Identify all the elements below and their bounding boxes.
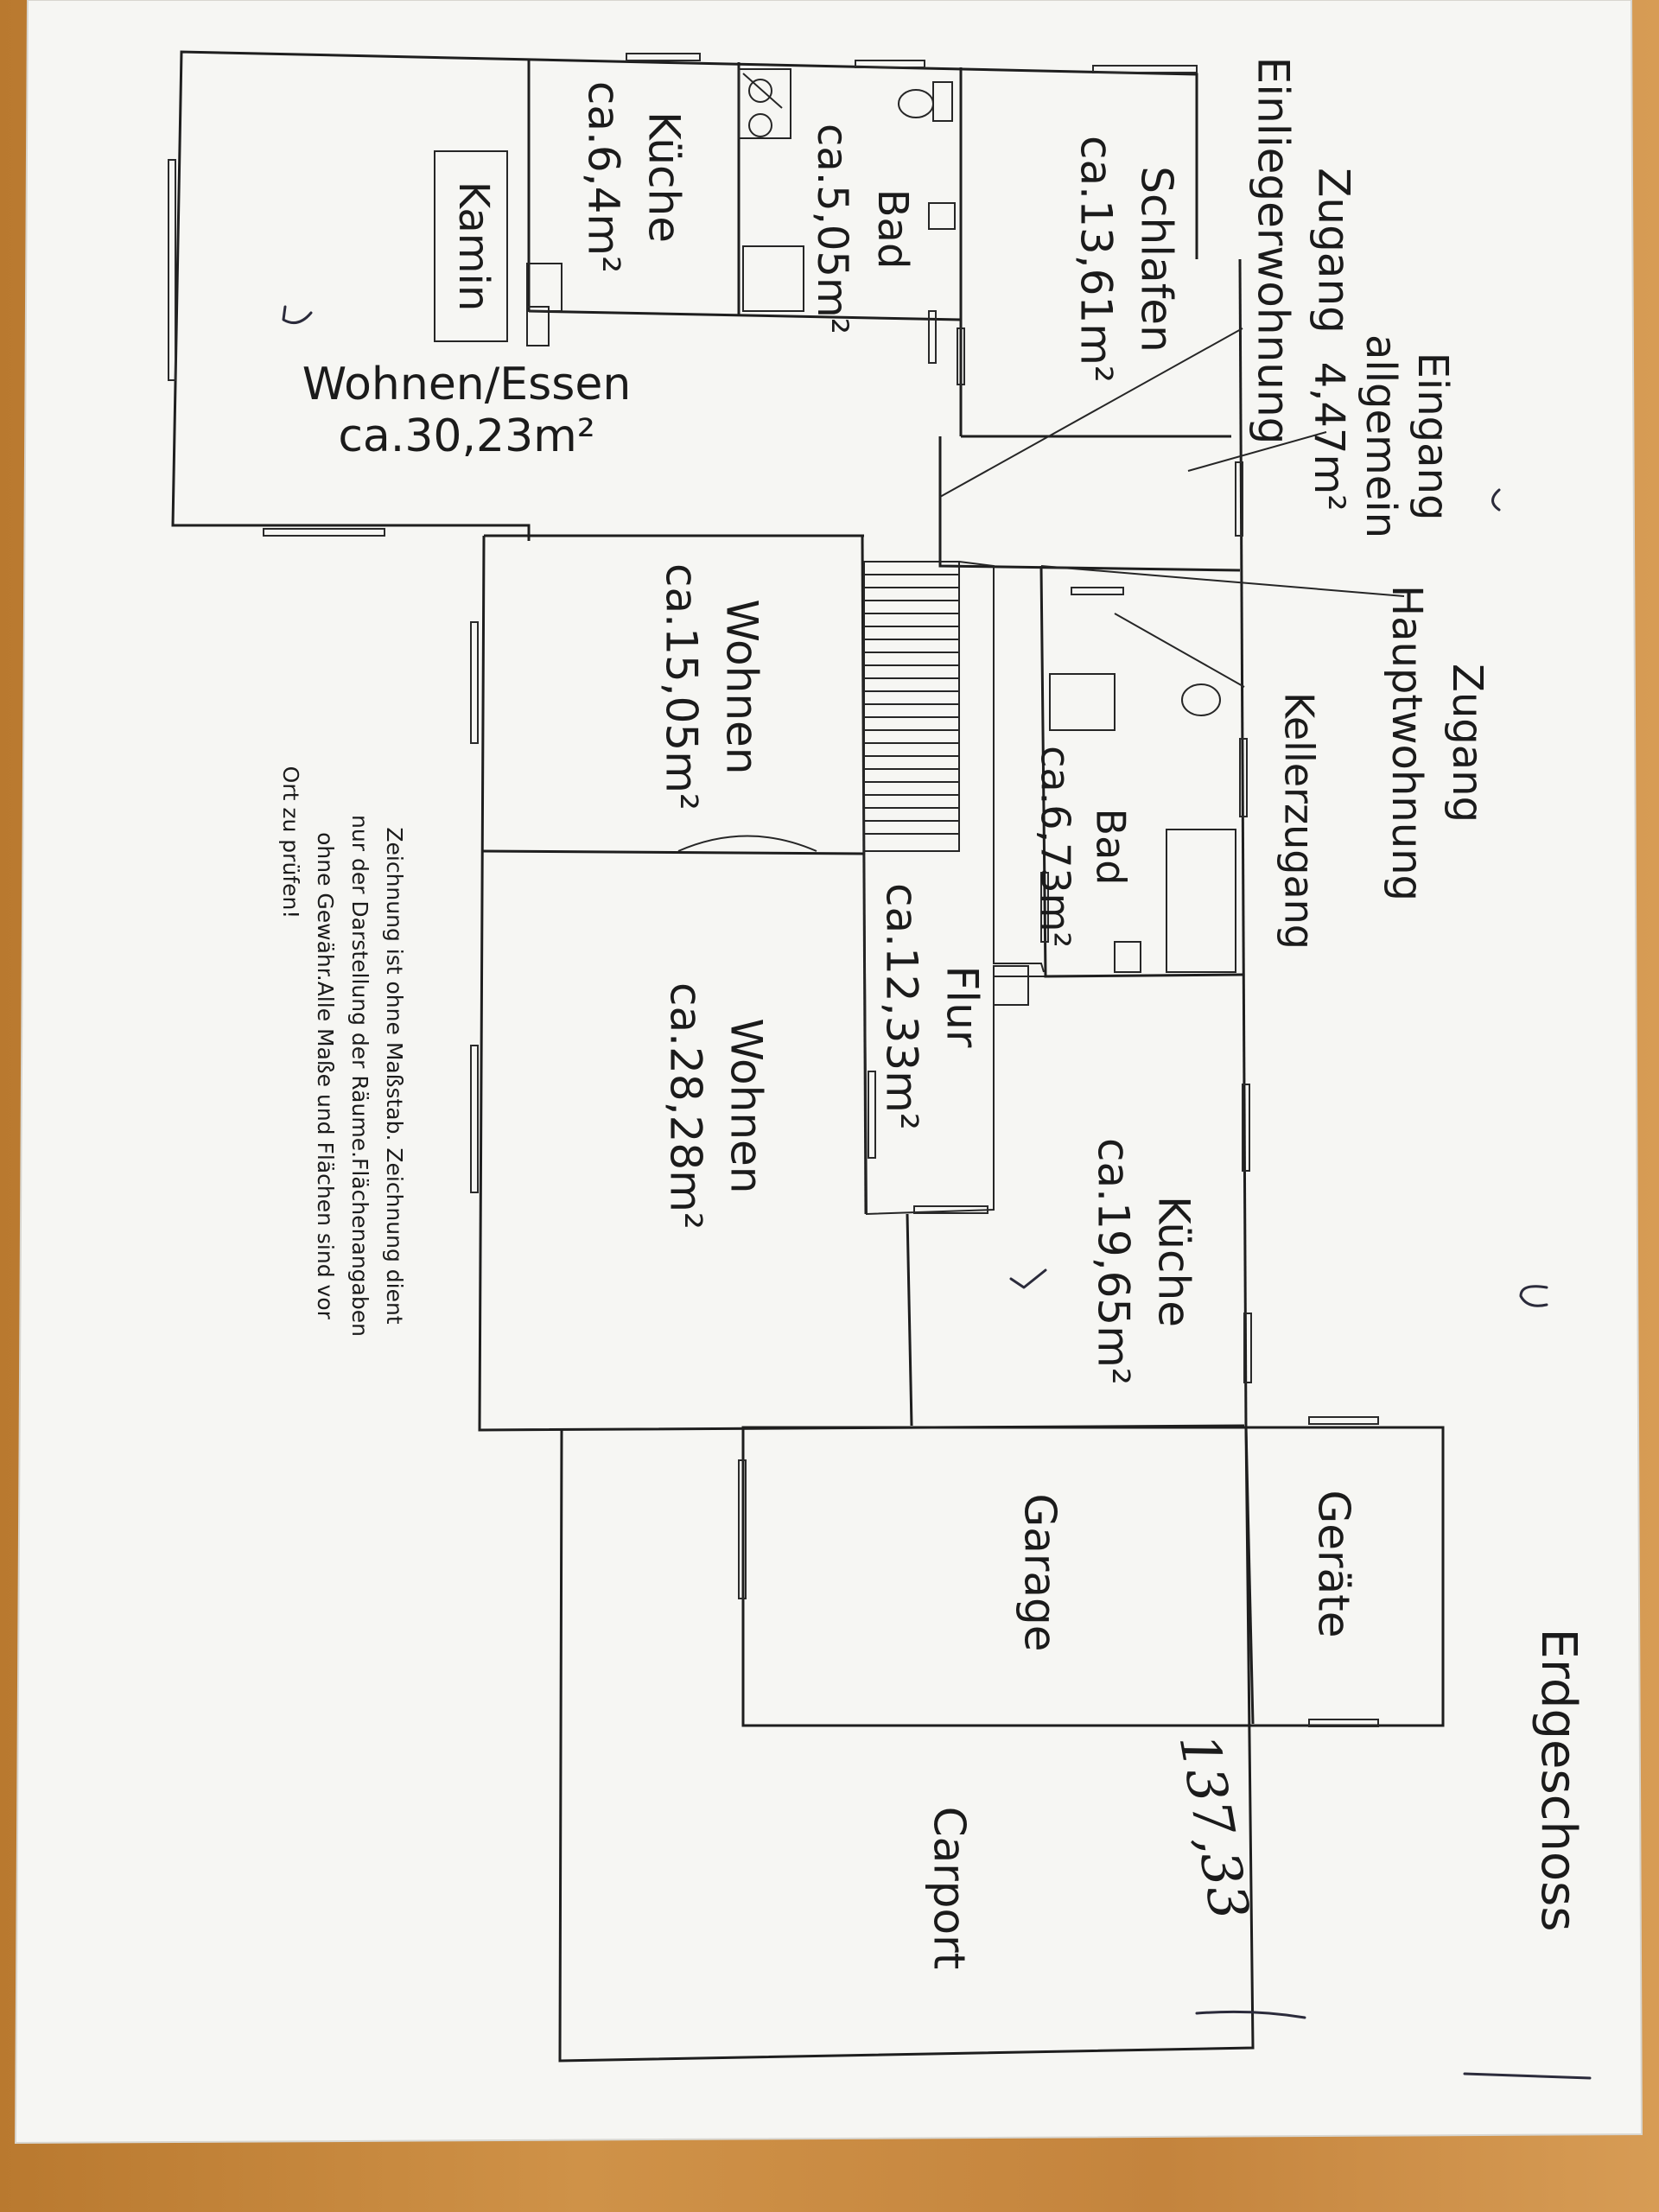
svg-text:ca.28,28m²: ca.28,28m² <box>661 982 711 1230</box>
svg-text:ca.30,23m²: ca.30,23m² <box>338 410 594 462</box>
label-zugang-elw: Zugang Einliegerwohnung <box>1249 57 1359 445</box>
svg-text:Kamin: Kamin <box>449 181 498 312</box>
stairs <box>864 574 959 835</box>
svg-text:4,47m²: 4,47m² <box>1305 362 1353 512</box>
svg-text:ca.5,05m²: ca.5,05m² <box>808 124 856 334</box>
svg-text:ca.12,33m²: ca.12,33m² <box>877 883 927 1130</box>
label-flur: Flur ca.12,33m² <box>877 883 988 1130</box>
walls <box>171 50 1445 2063</box>
fixtures <box>526 68 1405 973</box>
label-schlafen: Schlafen ca.13,61m² <box>1071 136 1182 383</box>
svg-text:Kellerzugang: Kellerzugang <box>1276 692 1323 950</box>
svg-text:Geräte: Geräte <box>1309 1490 1359 1637</box>
handwritten-marks <box>282 305 1592 2080</box>
svg-text:Garage: Garage <box>1015 1493 1065 1651</box>
svg-text:Zugang: Zugang <box>1443 664 1491 823</box>
room-labels: Wohnen/Essen ca.30,23m² Kamin Küche ca.6… <box>302 57 1491 1970</box>
label-zugang-haupt: Zugang Hauptwohnung <box>1382 585 1491 901</box>
svg-text:Wohnen: Wohnen <box>721 1019 772 1194</box>
svg-text:ca.19,65m²: ca.19,65m² <box>1089 1138 1139 1385</box>
svg-text:Eingang: Eingang <box>1408 353 1457 521</box>
svg-text:ca.6,73m²: ca.6,73m² <box>1033 746 1079 948</box>
svg-text:Wohnen: Wohnen <box>717 600 767 775</box>
svg-text:Bad: Bad <box>868 189 917 270</box>
svg-text:Flur: Flur <box>938 966 988 1048</box>
floor-title: Erdgeschoss <box>1530 1628 1586 1931</box>
label-kellerzugang: Kellerzugang <box>1276 692 1323 950</box>
label-bad-elw: Bad ca.5,05m² <box>808 124 917 334</box>
svg-text:ca.15,05m²: ca.15,05m² <box>657 563 707 810</box>
svg-text:Küche: Küche <box>1149 1196 1199 1327</box>
disclaimer-line-3: ohne Gewähr.Alle Maße und Flächen sind v… <box>313 832 338 1320</box>
disclaimer: Zeichnung ist ohne Maßstab. Zeichnung di… <box>278 766 407 1337</box>
svg-text:Schlafen: Schlafen <box>1132 166 1182 353</box>
disclaimer-line-2: nur der Darstellung der Räume.Flächenang… <box>347 815 372 1337</box>
svg-text:Bad: Bad <box>1088 809 1135 886</box>
label-wohnen-essen: Wohnen/Essen ca.30,23m² <box>302 359 632 462</box>
windows <box>168 53 1379 1727</box>
label-kueche-haupt: Küche ca.19,65m² <box>1089 1138 1199 1385</box>
label-geraete: Geräte <box>1309 1490 1359 1637</box>
label-wohnen-1: Wohnen ca.15,05m² <box>657 563 767 810</box>
svg-text:ca.6,4m²: ca.6,4m² <box>579 81 629 273</box>
label-bad-haupt: Bad ca.6,73m² <box>1033 746 1135 948</box>
disclaimer-line-1: Zeichnung ist ohne Maßstab. Zeichnung di… <box>382 827 407 1324</box>
svg-text:Erdgeschoss: Erdgeschoss <box>1530 1628 1586 1931</box>
label-wohnen-2: Wohnen ca.28,28m² <box>661 982 772 1230</box>
svg-text:Zugang: Zugang <box>1309 168 1359 334</box>
svg-text:ca.13,61m²: ca.13,61m² <box>1071 136 1122 383</box>
disclaimer-line-4: Ort zu prüfen! <box>278 766 303 919</box>
svg-text:Wohnen/Essen: Wohnen/Essen <box>302 359 632 410</box>
svg-text:allgemein: allgemein <box>1357 334 1405 538</box>
label-carport: Carport <box>925 1807 975 1970</box>
label-garage: Garage <box>1015 1493 1065 1651</box>
label-kamin: Kamin <box>434 150 508 342</box>
svg-text:Einliegerwohnung: Einliegerwohnung <box>1249 57 1299 445</box>
svg-text:Hauptwohnung: Hauptwohnung <box>1382 585 1431 901</box>
svg-text:Carport: Carport <box>925 1807 975 1970</box>
label-eingang: Eingang allgemein 4,47m² <box>1305 334 1457 538</box>
svg-text:Küche: Küche <box>639 111 690 243</box>
label-kueche-elw: Küche ca.6,4m² <box>579 81 690 273</box>
